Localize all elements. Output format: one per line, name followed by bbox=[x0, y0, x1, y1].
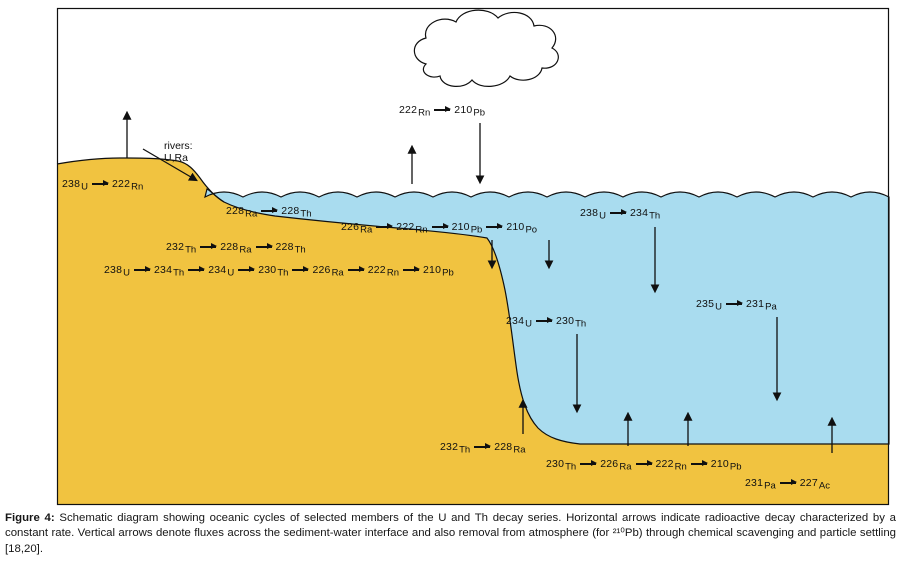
decay-arrow-icon bbox=[347, 266, 365, 272]
ocean-water-shape bbox=[204, 188, 890, 445]
rivers-label-line2: U,Ra bbox=[164, 151, 188, 164]
decay-arrow-icon bbox=[486, 223, 504, 229]
decay-arrow-icon bbox=[635, 460, 653, 466]
figure-frame-border bbox=[56, 7, 890, 506]
decay-arrow-icon bbox=[403, 266, 420, 272]
decay-arrow-icon bbox=[726, 300, 743, 306]
figure-caption: Figure 4: Schematic diagram showing ocea… bbox=[5, 511, 896, 557]
decay-arrow-icon bbox=[188, 266, 206, 272]
flux-arrow-layer bbox=[122, 110, 837, 453]
decay-arrow-icon bbox=[690, 460, 708, 466]
land-sediment-shape bbox=[57, 158, 889, 505]
rivers-label: rivers: U,Ra bbox=[164, 140, 193, 164]
decay-arrow-icon bbox=[292, 266, 310, 272]
decay-arrow-icon bbox=[92, 180, 109, 186]
decay-arrow-icon bbox=[434, 106, 452, 112]
rivers-label-line1: rivers: bbox=[164, 140, 193, 152]
decay-arrow-icon bbox=[200, 243, 218, 249]
decay-arrow-icon bbox=[536, 317, 553, 323]
land-surface-line bbox=[56, 157, 225, 203]
decay-arrow-icon bbox=[431, 223, 449, 229]
figure-caption-label: Figure 4: bbox=[5, 512, 55, 524]
decay-arrow-icon bbox=[261, 207, 279, 213]
decay-arrow-icon bbox=[238, 266, 256, 272]
decay-arrow-icon bbox=[779, 479, 797, 485]
decay-arrow-icon bbox=[610, 209, 627, 215]
decay-arrow-icon bbox=[376, 223, 394, 229]
decay-arrow-icon bbox=[474, 443, 492, 449]
cloud-icon bbox=[413, 9, 559, 87]
decay-arrow-icon bbox=[134, 266, 151, 272]
figure-caption-text: Schematic diagram showing oceanic cycles… bbox=[5, 512, 896, 555]
rivers-arrow-icon bbox=[142, 148, 198, 182]
decay-arrow-icon bbox=[255, 243, 273, 249]
decay-arrow-icon bbox=[580, 460, 598, 466]
